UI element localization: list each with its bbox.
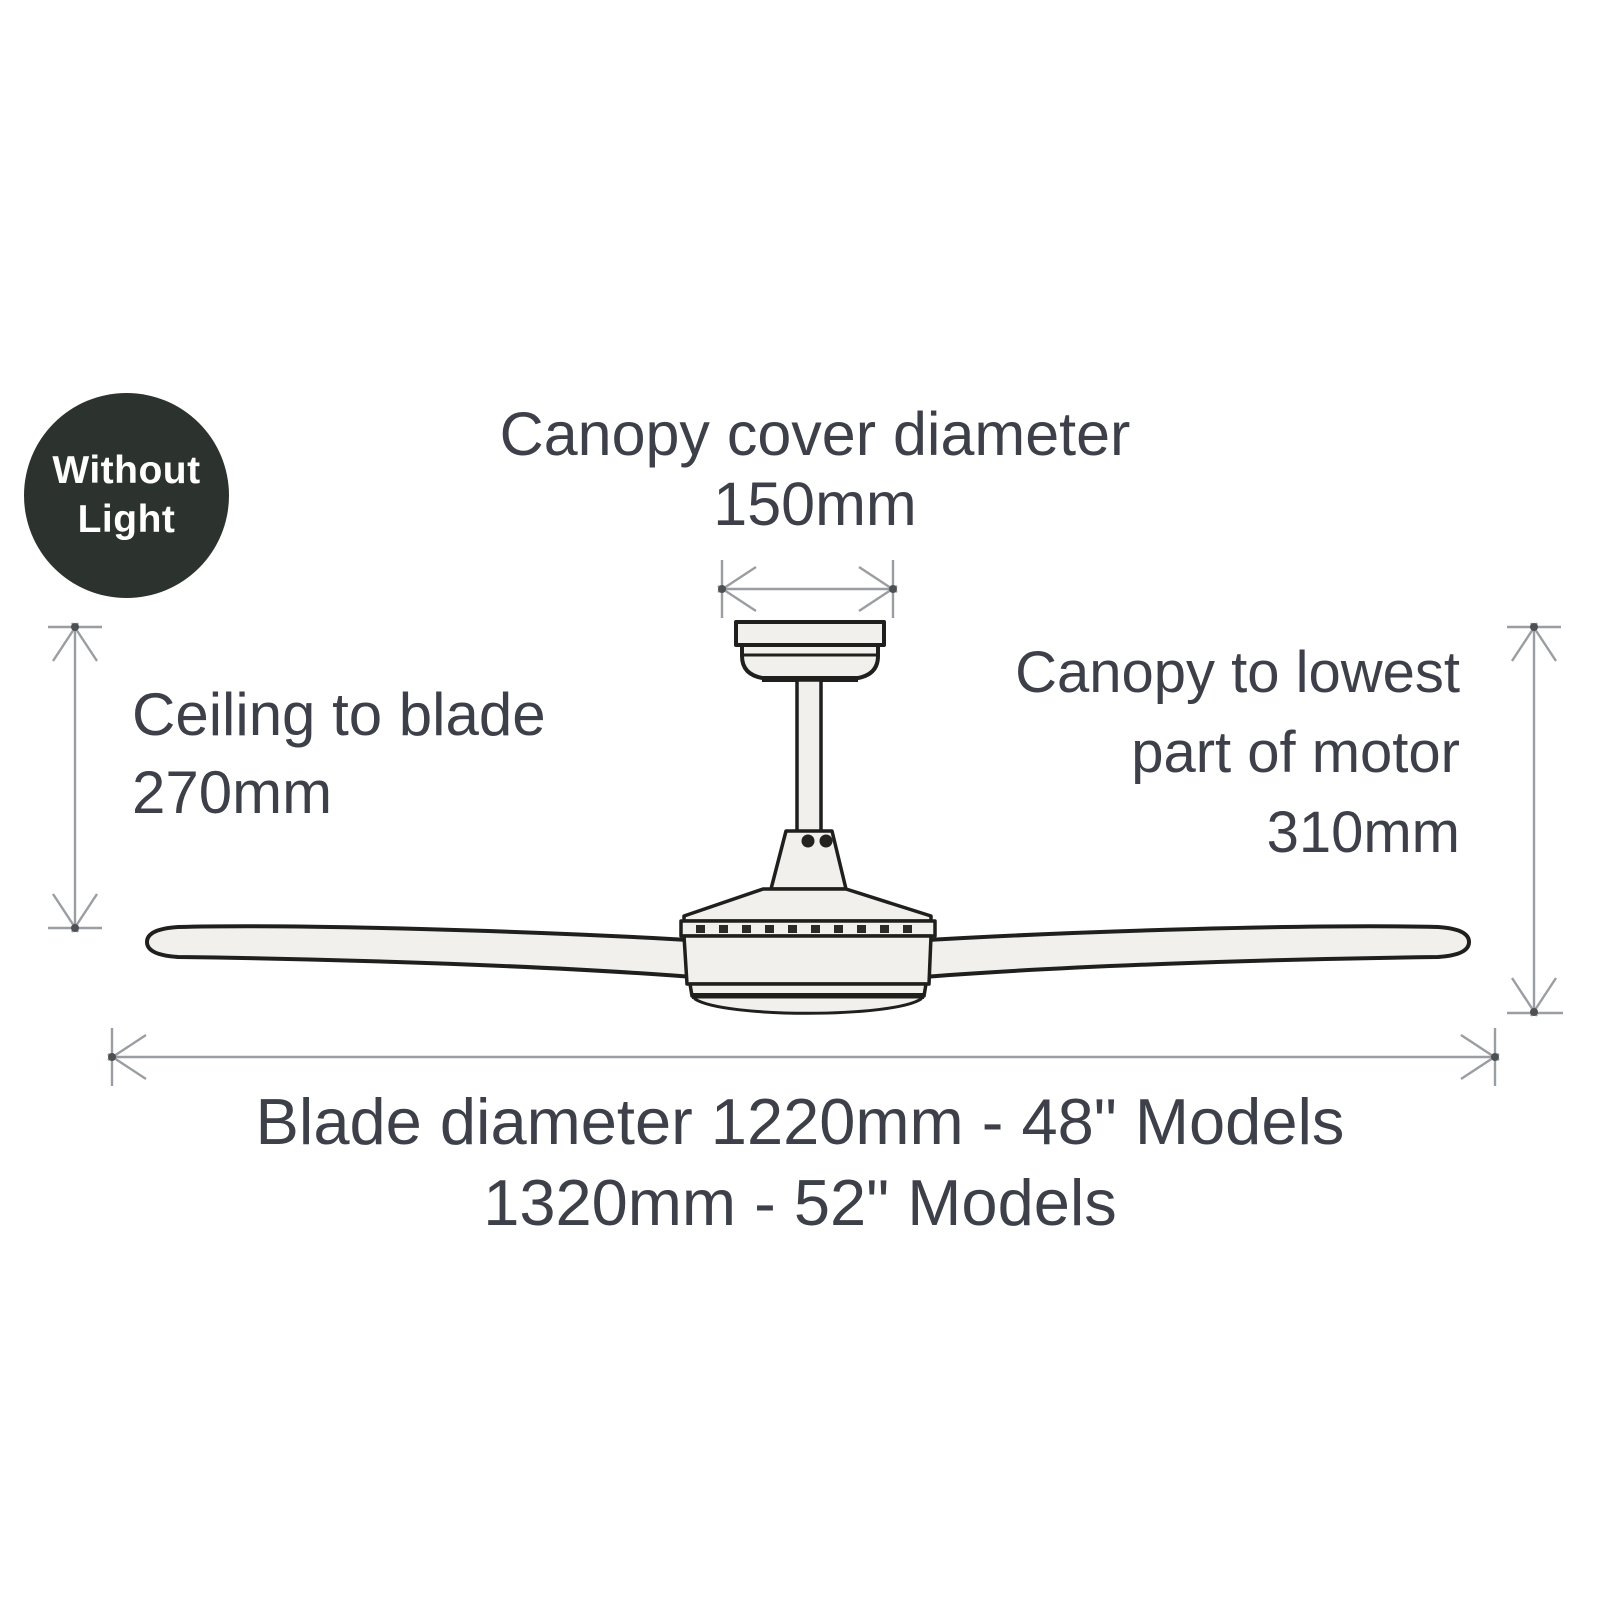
canopy-to-motor-text-line2: part of motor (1131, 720, 1460, 786)
fan-blades (145, 924, 1471, 980)
canopy-to-motor-arrow (1507, 622, 1563, 1017)
downrod (795, 678, 823, 834)
blade-diameter-arrow (107, 1028, 1500, 1086)
canopy-to-motor-label: Canopy to lowest part of motor 310mm (860, 633, 1460, 873)
ceiling-to-blade-value: 270mm (132, 759, 333, 826)
blade-diameter-line2: 1320mm - 52" Models (483, 1165, 1117, 1239)
ceiling-to-blade-label: Ceiling to blade 270mm (132, 676, 546, 832)
screw-icon (819, 834, 833, 848)
right-blade (909, 924, 1471, 980)
badge-line1: Without (52, 448, 201, 492)
blade-diameter-label: Blade diameter 1220mm - 48" Models 1320m… (200, 1082, 1400, 1243)
left-blade (145, 924, 707, 980)
downrod-coupling (769, 829, 848, 891)
ceiling-to-blade-arrow (48, 622, 102, 933)
canopy-to-motor-text-line1: Canopy to lowest (1015, 640, 1460, 705)
badge-line2: Light (77, 497, 176, 541)
ceiling-to-blade-text: Ceiling to blade (132, 681, 546, 748)
motor-housing (679, 887, 937, 1015)
canopy-drawing (734, 620, 886, 682)
canopy-to-motor-value: 310mm (1266, 800, 1460, 866)
without-light-badge: Without Light (24, 393, 229, 598)
screw-icon (801, 834, 815, 848)
canopy-cover-diameter-label: Canopy cover diameter 150mm (415, 399, 1215, 539)
canopy-cover-diameter-text: Canopy cover diameter (499, 400, 1131, 468)
blade-diameter-line1: Blade diameter 1220mm - 48" Models (255, 1085, 1345, 1158)
canopy-cover-diameter-value: 150mm (713, 470, 917, 539)
canopy-width-arrow (717, 560, 898, 618)
